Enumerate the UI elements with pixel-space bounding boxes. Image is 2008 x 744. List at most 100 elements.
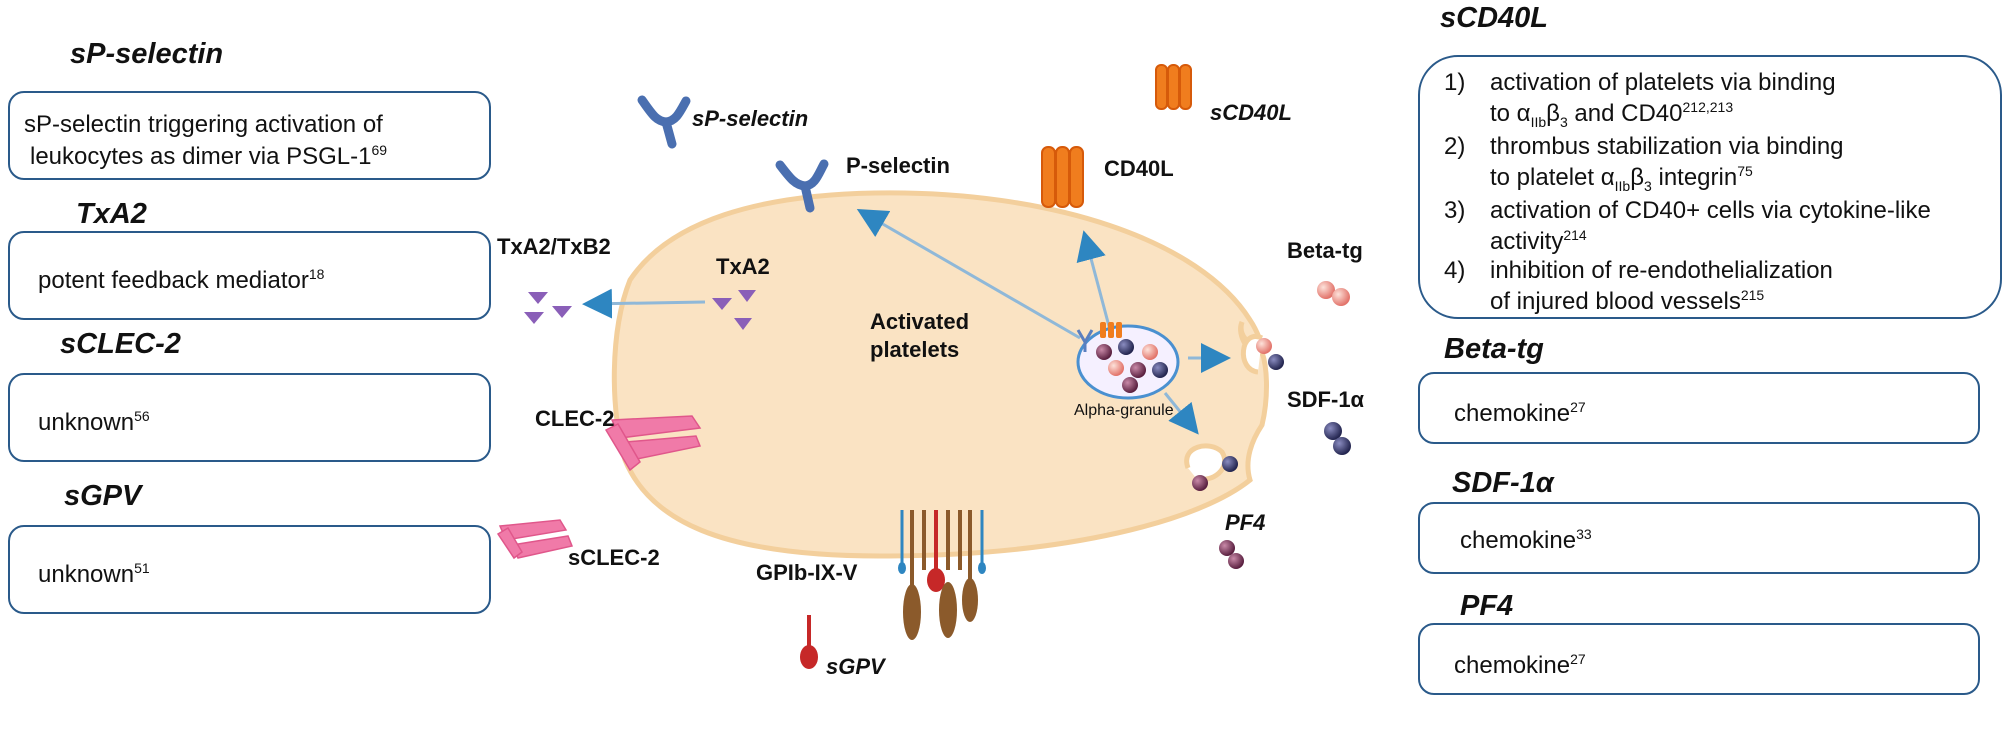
sp-selectin-heading: sP-selectin: [70, 38, 224, 70]
sp-selectin-text: leukocytes as dimer via PSGL-1: [30, 143, 372, 170]
beta-tg-text-body: chemokine: [1454, 400, 1571, 427]
sclec2-icon: [496, 519, 574, 560]
item-number: 1): [1444, 69, 1466, 96]
sdf1a-text: chemokine33: [1460, 526, 1592, 555]
released-ball: [1268, 354, 1284, 370]
arrow-to-p-selectin: [856, 208, 1081, 340]
item-text: activation of CD40+ cells via cytokine-l…: [1490, 197, 1931, 224]
granule-cd40l-icon: [1116, 322, 1122, 338]
pf4-heading: PF4: [1460, 590, 1514, 622]
released-ball: [1192, 475, 1208, 491]
granule-ball: [1142, 344, 1158, 360]
item-text: activity: [1490, 228, 1564, 255]
txa2-text: potent feedback mediator18: [38, 266, 324, 295]
clec2-icon: [604, 415, 702, 472]
item-number: 3): [1444, 197, 1466, 224]
pf4-molecule: [1219, 540, 1235, 556]
granule-ball: [1130, 362, 1146, 378]
cd40l-label: CD40L: [1104, 156, 1174, 181]
sdf1a-box: chemokine33: [1418, 502, 1980, 574]
sclec2-heading: sCLEC-2: [60, 328, 181, 360]
reference: 18: [308, 266, 325, 282]
arrow-to-cd40l: [1076, 230, 1112, 331]
scd40l-item-3: 3) activation of CD40+ cells via cytokine…: [1444, 197, 1931, 225]
reference: 212,213: [1682, 99, 1734, 115]
cd40l-icon: [1041, 146, 1084, 208]
item-text: and CD40: [1567, 100, 1683, 127]
scd40l-label: sCD40L: [1210, 100, 1292, 125]
scd40l-icon: [1155, 64, 1192, 110]
granule-p-selectin-icon: [1076, 329, 1094, 352]
subscript: IIb: [1530, 113, 1547, 130]
scd40l-heading: sCD40L: [1440, 2, 1548, 34]
sclec2-label: sCLEC-2: [568, 545, 660, 570]
sgpv-text: unknown51: [38, 560, 150, 589]
txa2-molecules: [712, 290, 756, 330]
reference: 56: [134, 408, 150, 424]
activated-label-line2: platelets: [870, 337, 960, 362]
scd40l-item-3-line2: activity214: [1490, 227, 1587, 256]
sp-selectin-icon: [637, 95, 691, 149]
released-ball: [1256, 338, 1272, 354]
gpib-ix-v-complex: [898, 510, 986, 640]
txa2-text-body: potent feedback mediator: [38, 267, 309, 294]
granule-ball: [1152, 362, 1168, 378]
subscript: IIb: [1614, 177, 1631, 194]
subscript: 3: [1644, 177, 1652, 194]
item-text: activation of platelets via binding: [1490, 69, 1836, 96]
scd40l-item-4-line2: of injured blood vessels215: [1490, 287, 1764, 316]
clec2-label: CLEC-2: [535, 406, 615, 431]
item-text: to α: [1490, 100, 1531, 127]
item-number: 2): [1444, 133, 1466, 160]
txa2-label: TxA2: [716, 254, 770, 279]
beta-tg-heading: Beta-tg: [1444, 333, 1544, 365]
sdf1a-text-body: chemokine: [1460, 527, 1577, 554]
exocytosis-pocket: [1184, 443, 1227, 482]
sgpv-heading: sGPV: [64, 480, 142, 512]
beta-tg-label: Beta-tg: [1287, 238, 1363, 263]
reference: 69: [371, 142, 388, 158]
beta-tg-molecule: [1317, 281, 1335, 299]
beta-tg-text: chemokine27: [1454, 399, 1586, 428]
pf4-label: PF4: [1225, 510, 1266, 535]
scd40l-box: 1) activation of platelets via binding to…: [1418, 55, 2002, 319]
sgpv-icon: [800, 615, 818, 669]
reference: 51: [134, 560, 150, 576]
sclec2-text-body: unknown: [38, 409, 135, 436]
granule-ball: [1096, 344, 1112, 360]
sgpv-box: unknown51: [8, 525, 491, 614]
alpha-granule-label: Alpha-granule: [1074, 402, 1174, 419]
activated-platelet-cell: [611, 190, 1269, 559]
sdf1a-heading: SDF-1α: [1452, 467, 1554, 499]
scd40l-item-2: 2) thrombus stabilization via binding: [1444, 133, 1844, 161]
sclec2-box: unknown56: [8, 373, 491, 462]
item-text: thrombus stabilization via binding: [1490, 133, 1844, 160]
pf4-box: chemokine27: [1418, 623, 1980, 695]
pf4-text: chemokine27: [1454, 651, 1586, 680]
granule-ball: [1122, 377, 1138, 393]
granule-ball: [1108, 360, 1124, 376]
arrow-to-sdf1a: [1163, 392, 1199, 435]
item-text: of injured blood vessels: [1490, 288, 1741, 315]
reference: 27: [1570, 651, 1586, 667]
sgpv-text-body: unknown: [38, 561, 135, 588]
scd40l-item-2-line2: to platelet αIIbβ3 integrin75: [1490, 163, 1753, 194]
item-text: integrin: [1651, 164, 1738, 191]
txa2-txb2-label: TxA2/TxB2: [497, 234, 611, 259]
activated-label-line1: Activated: [870, 309, 970, 334]
reference: 75: [1737, 163, 1753, 179]
item-text: β: [1630, 164, 1645, 191]
p-selectin-icon: [775, 159, 829, 213]
gpib-ix-v-label: GPIb-IX-V: [756, 560, 858, 585]
sp-selectin-label: sP-selectin: [692, 106, 809, 131]
scd40l-item-1-line2: to αIIbβ3 and CD40212,213: [1490, 99, 1733, 130]
pf4-text-body: chemokine: [1454, 652, 1571, 679]
txa2-heading: TxA2: [76, 198, 147, 230]
sdf1a-molecule: [1324, 422, 1342, 440]
released-ball: [1222, 456, 1238, 472]
item-text: β: [1546, 100, 1560, 127]
subscript: 3: [1559, 113, 1568, 130]
item-text: to platelet α: [1490, 164, 1615, 191]
sdf1a-molecule: [1333, 437, 1351, 455]
reference: 27: [1570, 399, 1586, 415]
